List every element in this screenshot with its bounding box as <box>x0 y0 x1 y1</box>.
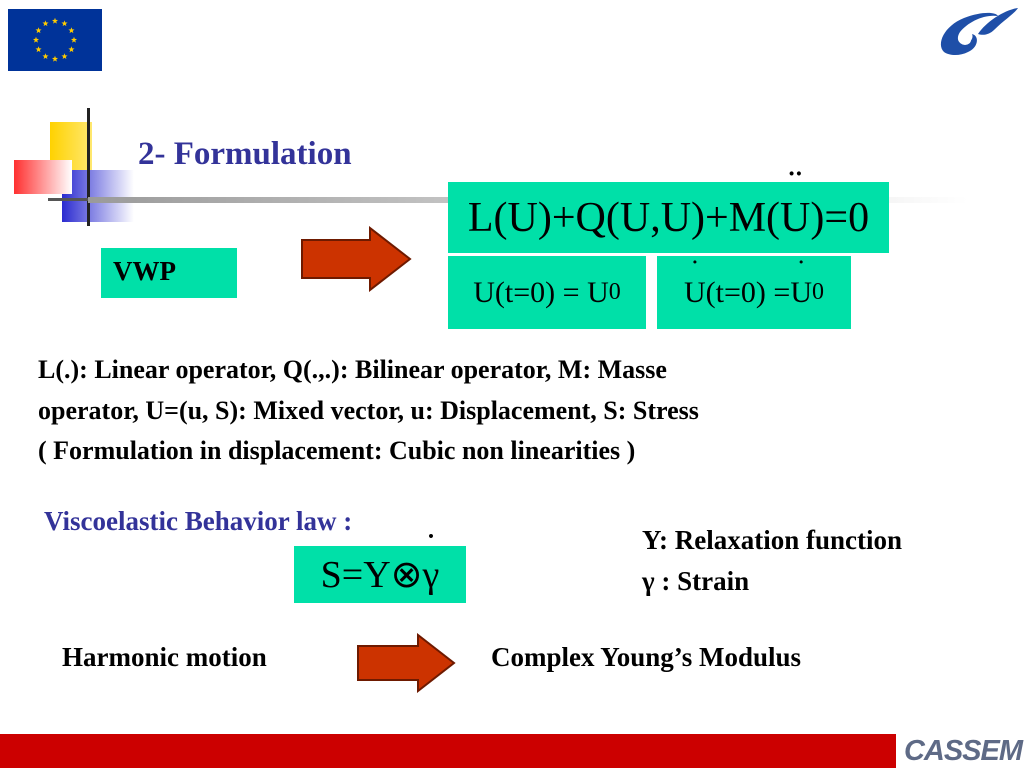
equation-ic2-lhs: U <box>684 276 706 310</box>
eu-star <box>42 53 49 60</box>
description-line-2: operator, U=(u, S): Mixed vector, u: Dis… <box>38 395 699 425</box>
arrow-right-icon <box>301 226 412 292</box>
equation-ic1-sub: 0 <box>608 279 621 305</box>
vwp-box <box>101 248 237 298</box>
legend-strain: γ : Strain <box>642 566 750 596</box>
eu-star <box>51 17 59 24</box>
complex-modulus-label: Complex Young’s Modulus <box>491 642 802 672</box>
viscoelastic-legend: Y: Relaxation function γ : Strain <box>642 520 902 602</box>
description-line-3: ( Formulation in displacement: Cubic non… <box>38 436 636 465</box>
equation-ic2-sub: 0 <box>812 279 824 305</box>
equation-visco-lhs: S=Y⊗ <box>320 554 423 596</box>
legend-relaxation: Y: Relaxation function <box>642 525 903 555</box>
equation-ic2-mid: (t=0) = <box>705 275 791 309</box>
equation-visco-strain-rate: γ <box>423 553 440 597</box>
equation-main-accel: U <box>780 194 810 242</box>
description-line-1: L(.): Linear operator, Q(.,.): Bilinear … <box>38 355 667 384</box>
equation-ic1-text: U(t=0) = U <box>473 275 609 309</box>
harmonic-motion-label: Harmonic motion <box>62 642 267 672</box>
footer-bar <box>0 734 896 768</box>
fp6-logo-icon <box>940 8 1018 55</box>
viscoelastic-title: Viscoelastic Behavior law : <box>44 506 353 536</box>
eu-star <box>61 20 68 27</box>
cassem-logo: CASSEM <box>903 734 1023 767</box>
page-title: 2- Formulation <box>138 136 352 172</box>
equation-viscoelastic: S=Y⊗γ <box>294 546 466 603</box>
equation-main-right: )=0 <box>810 194 870 241</box>
eu-flag-icon <box>8 9 102 71</box>
eu-star <box>35 46 42 53</box>
title-decoration <box>14 108 144 226</box>
eu-star <box>32 36 40 43</box>
eu-star <box>42 20 49 27</box>
eu-star <box>51 55 59 62</box>
eu-star <box>35 27 42 34</box>
equation-ic2-rhs: U <box>790 276 812 310</box>
eu-star <box>61 53 68 60</box>
equation-main: L(U)+Q(U,U)+M(U)=0 <box>448 182 889 253</box>
description: L(.): Linear operator, Q(.,.): Bilinear … <box>38 350 938 472</box>
eu-star <box>70 36 78 43</box>
arrow-right-icon <box>357 633 456 693</box>
eu-star <box>68 27 75 34</box>
vwp-label: VWP <box>113 256 176 286</box>
equation-initial-velocity: U(t=0) = U0 <box>657 256 851 329</box>
equation-main-left: L(U)+Q(U,U)+M( <box>467 194 781 241</box>
eu-star <box>68 46 75 53</box>
